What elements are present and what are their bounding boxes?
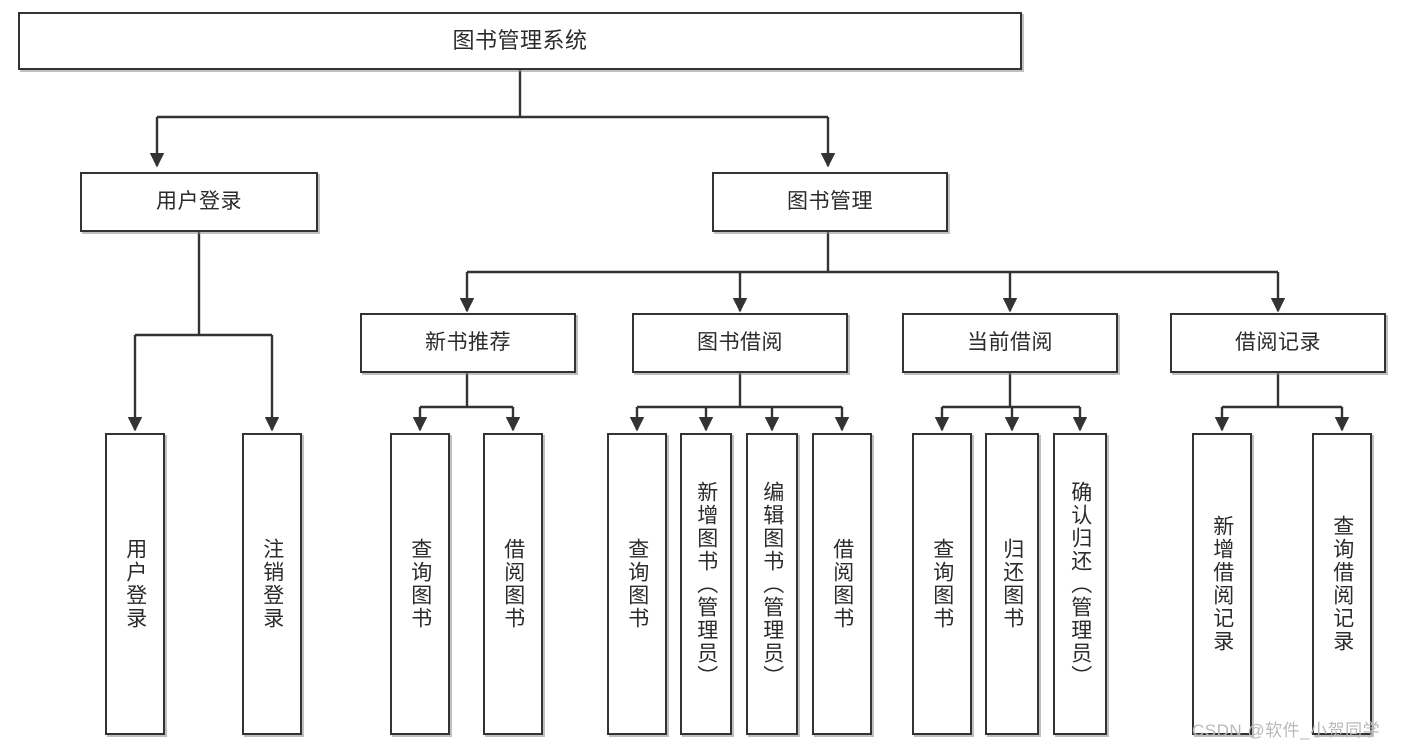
node-label: 借阅图书 [830, 538, 854, 630]
node-leaf-return-book[interactable]: 归还图书 [985, 433, 1039, 735]
node-leaf-query-book-recommend[interactable]: 查询图书 [390, 433, 450, 735]
node-label: 用户登录 [123, 538, 147, 630]
node-new-book-recommend[interactable]: 新书推荐 [360, 313, 576, 373]
node-label: 借阅图书 [501, 538, 525, 630]
node-leaf-edit-book[interactable]: 编辑图书（管理员） [746, 433, 798, 735]
node-label: 编辑图书（管理员） [760, 480, 784, 688]
node-leaf-user-login[interactable]: 用户登录 [105, 433, 165, 735]
node-label: 查询借阅记录 [1330, 515, 1354, 653]
node-label: 图书管理系统 [452, 27, 588, 53]
node-label: 确认归还（管理员） [1068, 480, 1092, 688]
node-label: 归还图书 [1000, 538, 1024, 630]
node-leaf-query-borrow-record[interactable]: 查询借阅记录 [1312, 433, 1372, 735]
node-book-management[interactable]: 图书管理 [712, 172, 948, 232]
node-leaf-borrow-book-recommend[interactable]: 借阅图书 [483, 433, 543, 735]
node-book-borrow[interactable]: 图书借阅 [632, 313, 848, 373]
node-borrow-record[interactable]: 借阅记录 [1170, 313, 1386, 373]
node-label: 注销登录 [260, 538, 284, 630]
node-leaf-add-borrow-record[interactable]: 新增借阅记录 [1192, 433, 1252, 735]
node-label: 图书管理 [787, 190, 873, 214]
node-current-borrow[interactable]: 当前借阅 [902, 313, 1118, 373]
node-label: 图书借阅 [697, 331, 783, 355]
node-label: 查询图书 [930, 538, 954, 630]
node-label: 查询图书 [408, 538, 432, 630]
node-label: 查询图书 [625, 538, 649, 630]
node-leaf-query-book-borrow[interactable]: 查询图书 [607, 433, 667, 735]
node-label: 用户登录 [156, 190, 242, 214]
node-root-book-management-system[interactable]: 图书管理系统 [18, 12, 1022, 70]
node-leaf-confirm-return[interactable]: 确认归还（管理员） [1053, 433, 1107, 735]
node-leaf-query-book-current[interactable]: 查询图书 [912, 433, 972, 735]
node-label: 新书推荐 [425, 331, 511, 355]
node-leaf-add-book[interactable]: 新增图书（管理员） [680, 433, 732, 735]
node-label: 当前借阅 [967, 331, 1053, 355]
csdn-watermark: CSDN @软件_小贺同学 [1192, 721, 1381, 740]
node-label: 新增图书（管理员） [694, 480, 718, 688]
node-user-login[interactable]: 用户登录 [80, 172, 318, 232]
node-leaf-logout-login[interactable]: 注销登录 [242, 433, 302, 735]
node-leaf-borrow-book[interactable]: 借阅图书 [812, 433, 872, 735]
node-label: 借阅记录 [1235, 331, 1321, 355]
node-label: 新增借阅记录 [1210, 515, 1234, 653]
